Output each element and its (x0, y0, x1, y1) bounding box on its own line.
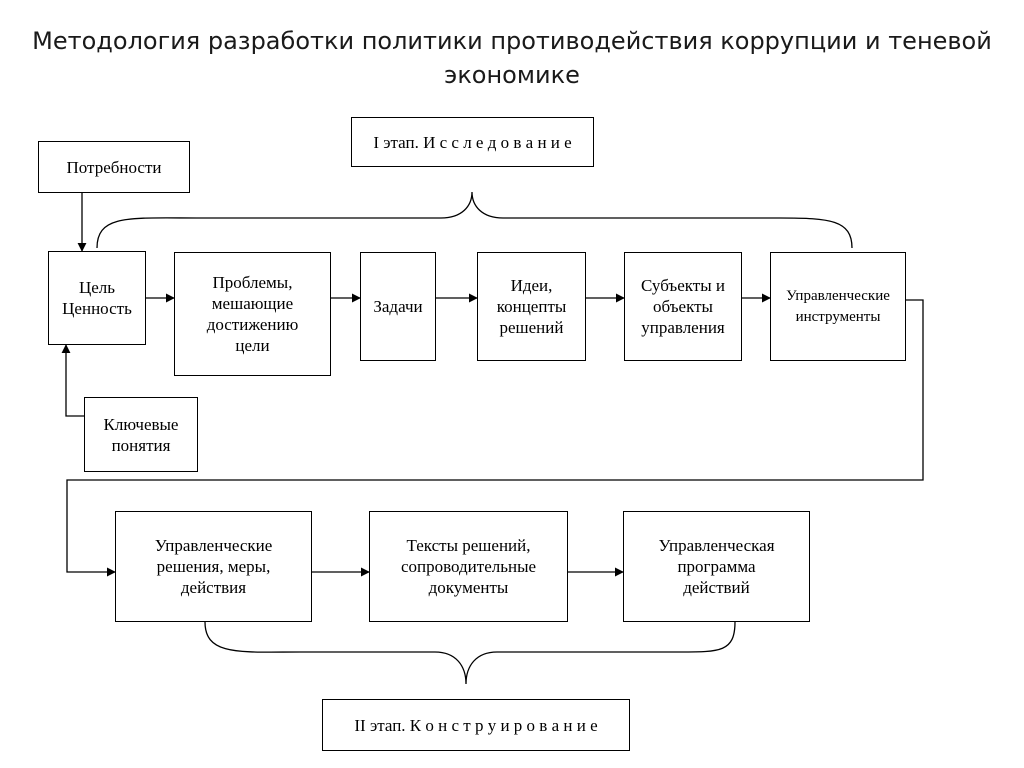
title-line-2: экономике (444, 61, 580, 89)
node-program: Управленческая программа действий (623, 511, 810, 622)
title-line-1: Методология разработки политики противод… (32, 27, 992, 55)
node-tasks: Задачи (360, 252, 436, 361)
stage-2-label: II этап. К о н с т р у и р о в а н и е (322, 699, 630, 751)
node-decision-texts: Тексты решений, сопроводительные докумен… (369, 511, 568, 622)
page-title: Методология разработки политики противод… (0, 24, 1024, 92)
arrow-tools-decisions (66, 299, 924, 577)
brace-stage-2 (204, 621, 736, 685)
arrow-concepts-goal (61, 344, 84, 417)
node-needs: Потребности (38, 141, 190, 193)
node-goal: Цель Ценность (48, 251, 146, 345)
brace-stage-1 (96, 191, 853, 249)
node-subjects-objects: Субъекты и объекты управления (624, 252, 742, 361)
node-tools: Управленческие инструменты (770, 252, 906, 361)
node-key-concepts: Ключевые понятия (84, 397, 198, 472)
node-problems: Проблемы, мешающие достижению цели (174, 252, 331, 376)
stage-1-label: I этап. И с с л е д о в а н и е (351, 117, 594, 167)
node-decisions: Управленческие решения, меры, действия (115, 511, 312, 622)
node-ideas: Идеи, концепты решений (477, 252, 586, 361)
